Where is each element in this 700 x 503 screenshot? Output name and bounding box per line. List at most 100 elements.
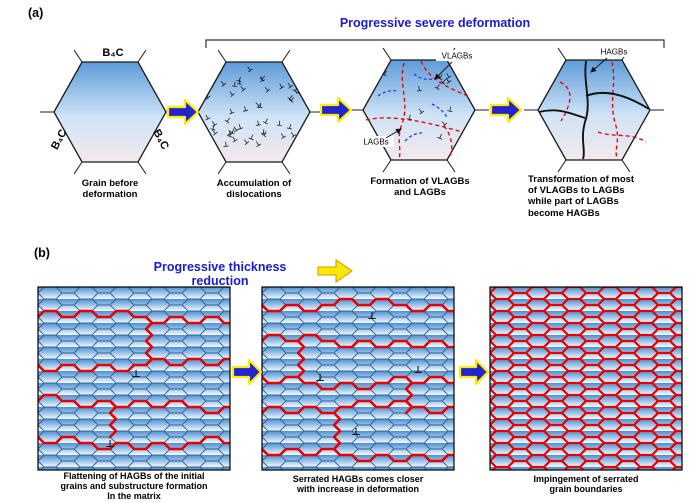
dislocation-mark: ⊥ — [443, 76, 453, 86]
dislocation-mark: ⊥ — [226, 89, 236, 99]
vlagb-lines-grain3 — [365, 60, 469, 159]
matrix-square-1: ⊥⊥ — [37, 286, 231, 471]
hagb-network-1 — [38, 309, 230, 451]
hagb-serrated-line — [404, 375, 414, 415]
hagb-serrated-line — [38, 393, 230, 415]
dislocation-mark: ⊥ — [244, 64, 254, 74]
dislocation-mark: ⊥ — [276, 120, 283, 128]
dislocation-mark: ⊥ — [367, 311, 376, 322]
hagb-serrated-line — [262, 375, 454, 391]
hagb-serrated-line — [144, 315, 154, 367]
hagb-serrated-line — [262, 399, 454, 415]
dislocation-mark: ⊥ — [257, 101, 264, 110]
dislocation-mark: ⊥ — [131, 369, 140, 380]
dislocation-mark: ⊥ — [226, 128, 234, 137]
hagb-serrated-line — [38, 309, 230, 325]
dislocation-mark: ⊥ — [253, 100, 263, 110]
lagbs-pointer-line — [385, 128, 402, 139]
dislocation-mark: ⊥ — [288, 130, 298, 140]
dislocation-mark: ⊥ — [286, 122, 294, 131]
dislocation-mark: ⊥ — [416, 106, 426, 116]
grain-hexagon-2 — [197, 61, 311, 163]
thickness-step-arrow-icon-1 — [231, 358, 263, 386]
panel-a-label: (a) — [28, 6, 44, 20]
dislocation-mark: ⊥ — [260, 129, 270, 139]
dislocation-marks-2: ⊥ ⊥ ⊥ ⊥ — [315, 311, 422, 438]
dislocation-mark: ⊥ — [443, 71, 453, 81]
dislocation-mark: ⊥ — [415, 84, 423, 93]
dislocation-mark: ⊥ — [222, 140, 229, 149]
dislocation-mark: ⊥ — [446, 105, 454, 114]
hagb-serrated-line — [38, 435, 230, 451]
hagb-network-2 — [262, 297, 454, 463]
caption-impingement: Impingement of serrated grain boundaries — [533, 474, 639, 495]
dislocation-mark: ⊥ — [202, 112, 211, 122]
dislocation-mark: ⊥ — [286, 93, 296, 103]
panel-b-label: (b) — [34, 246, 50, 260]
vlagbs-label: VLAGBs — [442, 52, 473, 61]
hagb-serrated-line — [262, 333, 454, 349]
dislocation-mark: ⊥ — [262, 84, 272, 94]
deformation-step-arrow-icon-3 — [489, 96, 523, 124]
caption-formation: Formation of VLAGBs and LAGBs — [370, 176, 470, 199]
hagb-serrated-line — [108, 399, 118, 439]
lagb-lines-grain4 — [559, 61, 647, 159]
matrix-square-2: ⊥ ⊥ ⊥ ⊥ — [261, 286, 455, 471]
dislocation-mark: ⊥ — [202, 91, 212, 101]
dislocation-mark: ⊥ — [231, 80, 238, 89]
dislocation-mark: ⊥ — [254, 119, 262, 128]
dislocation-mark: ⊥ — [436, 132, 445, 142]
lagb-lines-grain3 — [377, 73, 448, 142]
dislocation-mark: ⊥ — [236, 122, 245, 132]
dislocation-mark: ⊥ — [260, 128, 267, 136]
dislocation-mark: ⊥ — [413, 365, 422, 376]
dislocation-mark: ⊥ — [315, 373, 324, 384]
b4c-label-top: B₄C — [102, 47, 123, 59]
vlagbs-label-bg — [436, 50, 478, 61]
matrix-border-1 — [37, 286, 231, 471]
dislocation-mark: ⊥ — [105, 439, 114, 450]
dislocation-mark: ⊥ — [228, 126, 237, 136]
caption-serrated: Serrated HAGBs comes closer with increas… — [292, 474, 424, 495]
dislocation-mark: ⊥ — [241, 105, 249, 114]
dislocation-mark: ⊥ — [406, 113, 414, 122]
hagb-serrated-line — [332, 411, 342, 451]
panel-b-graphics: ⊥⊥ ⊥⊥⊥⊥ — [37, 259, 683, 471]
dislocation-mark: ⊥ — [287, 94, 297, 104]
panel-a-header: Progressive severe deformation — [339, 16, 531, 30]
dislocation-mark: ⊥ — [439, 119, 449, 129]
dislocation-mark: ⊥ — [209, 127, 219, 137]
dislocation-mark: ⊥ — [223, 115, 233, 125]
b4c-label-right: B₄C — [150, 127, 171, 151]
dislocation-marks-1: ⊥⊥ — [105, 369, 140, 450]
dislocation-mark: ⊥ — [439, 76, 449, 86]
hagb-serrated-line — [262, 297, 454, 313]
grain-matrix-3 — [490, 287, 682, 470]
dislocation-mark: ⊥ — [209, 119, 219, 129]
dislocation-mark: ⊥ — [257, 74, 266, 84]
lagbs-label: LAGBs — [363, 138, 388, 147]
dislocation-mark: ⊥ — [285, 80, 295, 90]
thickness-reduction-arrow-icon — [317, 259, 353, 283]
dislocation-mark: ⊥ — [227, 107, 236, 117]
dislocation-mark: ⊥ — [433, 82, 443, 92]
panel-a-graphics: B₄C B₄C B₄C ⊥⊥⊥⊥⊥⊥⊥⊥⊥⊥⊥⊥⊥⊥⊥⊥⊥⊥⊥⊥⊥⊥⊥⊥⊥⊥⊥⊥… — [40, 39, 665, 175]
matrix-border-2 — [261, 286, 455, 471]
dislocation-mark: ⊥ — [236, 78, 243, 86]
lagbs-label-bg — [358, 136, 394, 147]
dislocation-mark: ⊥ — [380, 68, 390, 78]
caption-accumulation: Accumulation of dislocations — [216, 178, 292, 201]
grain-matrix-2 — [262, 287, 454, 470]
caption-transformation: Transformation of most of VLAGBs to LAGB… — [528, 174, 635, 219]
dislocation-mark: ⊥ — [218, 78, 228, 88]
dislocation-mark: ⊥ — [247, 133, 256, 143]
vlagbs-pointer-line — [434, 61, 453, 80]
dislocation-field-grain2: ⊥⊥⊥⊥⊥⊥⊥⊥⊥⊥⊥⊥⊥⊥⊥⊥⊥⊥⊥⊥⊥⊥⊥⊥⊥⊥⊥⊥⊥⊥⊥⊥⊥⊥⊥⊥⊥⊥⊥⊥… — [202, 64, 302, 149]
deformation-step-arrow-icon-2 — [319, 96, 353, 124]
dislocation-mark: ⊥ — [235, 75, 244, 85]
dislocation-mark: ⊥ — [351, 427, 360, 438]
dislocation-mark: ⊥ — [230, 134, 240, 144]
hagbs-label: HAGBs — [601, 48, 628, 57]
dislocation-mark: ⊥ — [238, 84, 248, 94]
